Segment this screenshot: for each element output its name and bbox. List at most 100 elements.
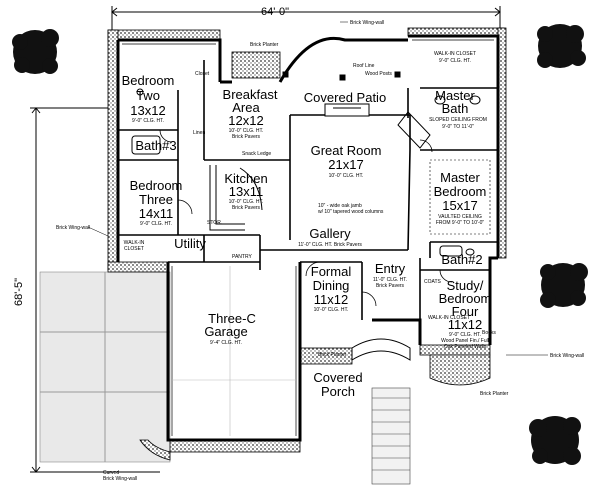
kitchen-ceiling: 10'-0" CLG. HT. (229, 199, 264, 205)
annotation-brick-wingwall-left: Brick Wing-wall (56, 225, 90, 231)
master-ceiling-outline (429, 159, 491, 235)
doors (159, 129, 453, 307)
master-bedroom-ceiling2: FROM 9'-0" TO 10'-0" (436, 220, 485, 226)
bedroom-three-ceiling: 9'-0" CLG. HT. (140, 221, 172, 227)
annotation-books: Books (482, 330, 496, 336)
tree-top-left (12, 29, 59, 74)
annotation-brick-wingwall-top: Brick Wing-wall (350, 20, 384, 26)
annotation-brick-planter-top: Brick Planter (250, 42, 279, 48)
covered-patio-fixtures (282, 71, 401, 117)
annotation-jamb: 10" - wide oak jamb (318, 203, 362, 209)
utility-name: Utility (174, 236, 206, 251)
annotation-brick-planter-porch: Brick Planter (318, 352, 347, 358)
tree-mid-right (540, 263, 588, 308)
study-ceiling: 9'-0" CLG. HT. (449, 332, 481, 338)
kitchen-counters (209, 165, 263, 231)
study-name2: Bedroom (439, 291, 492, 306)
breakfast-note: Brick Pavers (232, 134, 261, 140)
study-name3: Four (452, 304, 479, 319)
breakfast-size: 12x12 (228, 113, 263, 128)
garage-name: Three-C (208, 311, 256, 326)
annotation-curved: Curved (103, 470, 119, 476)
walkin-closet-bed3-name: WALK-IN (124, 240, 145, 246)
garage-name2: Garage (204, 324, 247, 339)
garage-dividers (172, 266, 296, 436)
annotation-pantry: PANTRY (232, 254, 252, 260)
bedroom-three-name2: Three (139, 192, 173, 207)
annotation-snack-ledge: Snack Ledge (242, 151, 271, 157)
breakfast-name2: Area (232, 100, 260, 115)
master-bedroom-name2: Bedroom (434, 184, 487, 199)
walkin-closet-master-ceiling: 9'-0" CLG. HT. (439, 58, 471, 64)
walkin-closet-bed3-name2: CLOSET (124, 246, 144, 252)
annotation-stor: STOR. (207, 220, 222, 226)
garage-ceiling: 9'-4" CLG. HT. (210, 340, 242, 346)
formal-dining-ceiling: 10'-0" CLG. HT. (314, 307, 349, 313)
kitchen-name: Kitchen (224, 171, 267, 186)
bedroom-three-name: Bedroom (130, 178, 183, 193)
study-note: Wood Panel Fin./ Full (441, 338, 489, 344)
annotation-linen: Linen (193, 130, 205, 136)
front-walkway (371, 387, 411, 485)
study-note2: Oak Paneled Walls (444, 344, 487, 350)
entry-ceiling: 11'-0" CLG. HT. (373, 277, 407, 283)
breakfast-ceiling: 10'-0" CLG. HT. (229, 128, 264, 134)
bedroom-two-name2: Two (136, 88, 160, 103)
great-room-size: 21x17 (328, 157, 363, 172)
master-bath-name2: Bath (442, 101, 469, 116)
bedroom-three-size: 14x11 (139, 206, 173, 221)
annotation-wood-posts: Wood Posts (365, 71, 392, 77)
master-bath-ceiling: SLOPED CEILING FROM (429, 117, 487, 123)
driveway (39, 271, 171, 463)
bedroom-two-size: 13x12 (130, 103, 165, 118)
covered-patio-name: Covered Patio (304, 90, 386, 105)
walkin-closet-master-name: WALK-IN CLOSET (434, 51, 476, 57)
kitchen-note: Brick Pavers (232, 205, 261, 211)
depth-dimension (30, 107, 160, 473)
bath2-name: Bath#2 (441, 252, 482, 267)
bedroom-two-name: Bedroom (122, 73, 175, 88)
annotation-walkin-closet-study: WALK-IN CLOSET (428, 315, 470, 321)
width-dimension (111, 6, 501, 30)
master-bedroom-ceiling: VAULTED CEILING (438, 214, 482, 220)
master-bedroom-name: Master (440, 170, 480, 185)
annotation-jamb2: w/ 10" tapered wood columns (318, 209, 384, 215)
bath-fixtures (131, 88, 481, 257)
annotation-closet: Closet (195, 71, 210, 77)
tree-bottom-right (529, 416, 581, 465)
wall-inner-lines (122, 39, 494, 436)
bath3-name: Bath#3 (135, 138, 176, 153)
width-label: 64'-0" (261, 6, 289, 18)
formal-dining-name: Formal (311, 264, 352, 279)
tree-top-right (537, 24, 586, 68)
annotation-brick-planter-right: Brick Planter (480, 391, 509, 397)
kitchen-size: 13x11 (229, 184, 263, 199)
depth-label: 68'-5" (13, 278, 25, 306)
entry-note: Brick Pavers (376, 283, 405, 289)
study-size: 11x12 (448, 317, 482, 332)
breakfast-name: Breakfast (223, 87, 278, 102)
annotation-roof-line: Roof Line (353, 63, 375, 69)
gallery-ceiling: 11'-0" CLG. HT. Brick Pavers (298, 242, 362, 248)
covered-porch-name2: Porch (321, 384, 355, 399)
master-bedroom-size: 15x17 (442, 198, 477, 213)
bedroom-two-ceiling: 9'-0" CLG. HT. (132, 118, 164, 124)
covered-porch-name: Covered (313, 370, 362, 385)
formal-dining-name2: Dining (313, 278, 350, 293)
annotation-brick-wingwall-right: Brick Wing-wall (550, 353, 584, 359)
formal-dining-size: 11x12 (314, 292, 348, 307)
study-name: Study/ (447, 278, 484, 293)
annotation-coats: COATS (424, 279, 442, 285)
great-room-ceiling: 10'-0" CLG. HT. (329, 173, 364, 179)
entry-steps (351, 338, 411, 361)
annotation-curved-wingwall: Brick Wing-wall (103, 476, 137, 482)
planters (107, 27, 507, 461)
great-room-name: Great Room (311, 143, 382, 158)
interior-walls (118, 60, 498, 348)
master-bath-ceiling2: 9'-0" TO 11'-0" (442, 124, 474, 130)
entry-name: Entry (375, 261, 406, 276)
master-bath-name: Master (435, 88, 475, 103)
